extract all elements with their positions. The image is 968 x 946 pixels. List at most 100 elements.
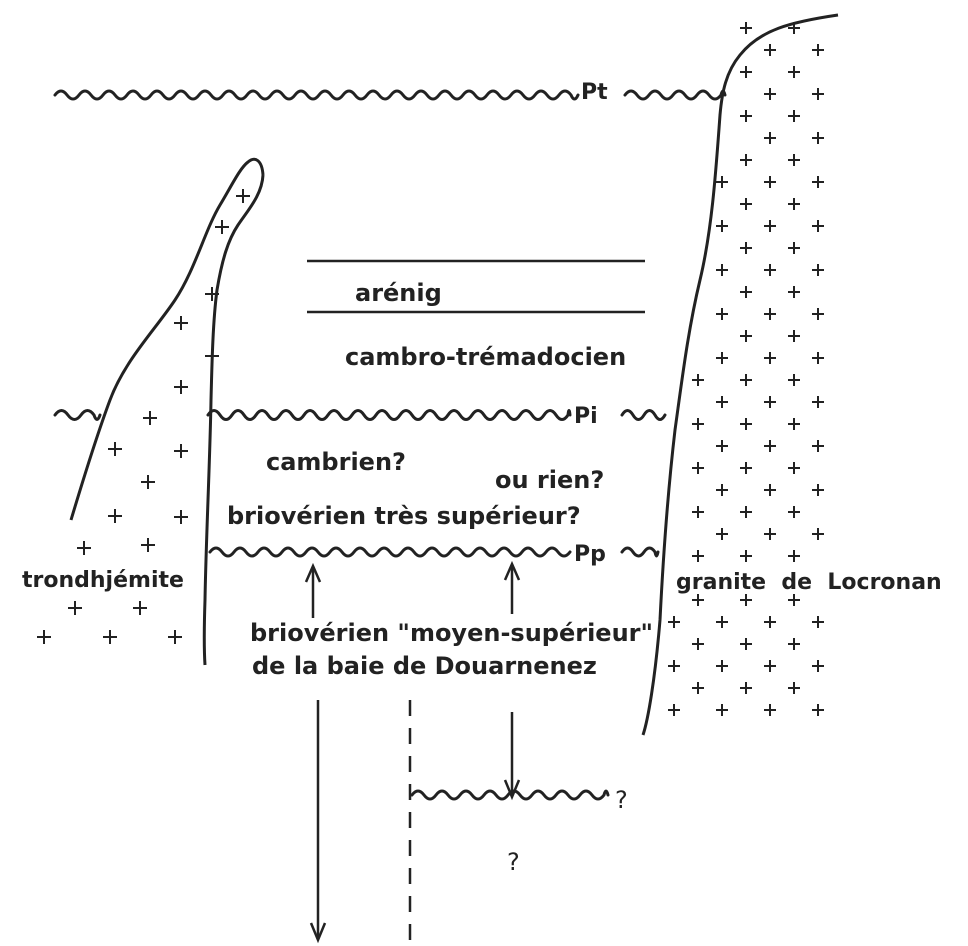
granite-plus bbox=[812, 264, 824, 276]
granite-plus bbox=[692, 418, 704, 430]
granite-plus bbox=[764, 616, 776, 628]
granite-plus bbox=[716, 264, 728, 276]
unconformity-pi-far-left bbox=[55, 411, 100, 420]
granite-plus bbox=[812, 176, 824, 188]
granite-plus bbox=[764, 44, 776, 56]
granite-plus bbox=[716, 176, 728, 188]
trondhjemite-plus bbox=[108, 509, 122, 523]
granite-plus bbox=[812, 352, 824, 364]
granite-plus bbox=[692, 506, 704, 518]
trondhjemite-plus bbox=[133, 601, 147, 615]
granite-plus bbox=[740, 462, 752, 474]
trondhjemite-plus bbox=[174, 316, 188, 330]
granite-plus bbox=[764, 704, 776, 716]
granite-plus bbox=[788, 550, 800, 562]
granite-plus bbox=[740, 594, 752, 606]
granite-plus bbox=[764, 132, 776, 144]
granite-plus bbox=[812, 660, 824, 672]
granite-plus bbox=[716, 660, 728, 672]
label-trondhjemite: trondhjémite bbox=[22, 568, 184, 593]
trondhjemite-right-contact bbox=[204, 175, 263, 665]
label-brioverien-moyen-superieur: briovérien "moyen-supérieur" bbox=[250, 619, 653, 647]
granite-plus bbox=[764, 528, 776, 540]
granite-plus bbox=[788, 594, 800, 606]
trondhjemite-plus bbox=[37, 630, 51, 644]
granite-plus bbox=[716, 704, 728, 716]
label-cambrien: cambrien? bbox=[266, 448, 406, 476]
unconformity-pi-middle bbox=[208, 411, 570, 420]
trondhjemite-plus bbox=[215, 220, 229, 234]
granite-plus bbox=[740, 154, 752, 166]
granite-plus bbox=[716, 484, 728, 496]
unconformity-pp-middle bbox=[210, 548, 570, 556]
granite-plus bbox=[788, 66, 800, 78]
granite-plus-signs bbox=[668, 22, 824, 716]
unconformity-pp-right bbox=[622, 548, 658, 556]
granite-plus bbox=[764, 440, 776, 452]
granite-plus bbox=[740, 506, 752, 518]
granite-plus bbox=[812, 220, 824, 232]
trondhjemite-plus bbox=[236, 189, 250, 203]
granite-plus bbox=[692, 682, 704, 694]
unconformity-pt-right bbox=[625, 91, 725, 99]
granite-plus bbox=[716, 220, 728, 232]
granite-plus bbox=[812, 616, 824, 628]
granite-plus bbox=[716, 396, 728, 408]
granite-plus bbox=[788, 242, 800, 254]
granite-plus bbox=[692, 638, 704, 650]
granite-plus bbox=[788, 418, 800, 430]
trondhjemite-plus bbox=[68, 601, 82, 615]
granite-plus bbox=[764, 220, 776, 232]
granite-plus bbox=[716, 440, 728, 452]
granite-plus bbox=[812, 308, 824, 320]
label-pi: Pi bbox=[574, 404, 598, 429]
granite-plus bbox=[812, 44, 824, 56]
granite-plus bbox=[668, 616, 680, 628]
granite-plus bbox=[788, 638, 800, 650]
granite-plus bbox=[740, 198, 752, 210]
granite-plus bbox=[764, 484, 776, 496]
trondhjemite-plus bbox=[205, 349, 219, 363]
granite-plus bbox=[740, 286, 752, 298]
trondhjemite-plus bbox=[141, 538, 155, 552]
granite-plus bbox=[740, 374, 752, 386]
granite-plus bbox=[740, 242, 752, 254]
granite-plus bbox=[716, 308, 728, 320]
granite-plus bbox=[740, 682, 752, 694]
granite-plus bbox=[764, 660, 776, 672]
unconformity-pt-left bbox=[55, 91, 578, 99]
granite-plus bbox=[740, 418, 752, 430]
granite-plus bbox=[812, 132, 824, 144]
granite-plus bbox=[764, 308, 776, 320]
granite-plus bbox=[692, 462, 704, 474]
granite-plus bbox=[812, 440, 824, 452]
granite-plus bbox=[668, 660, 680, 672]
trondhjemite-plus bbox=[77, 541, 91, 555]
label-question-1: ? bbox=[615, 786, 628, 814]
trondhjemite-plus bbox=[168, 630, 182, 644]
granite-plus bbox=[788, 154, 800, 166]
trondhjemite-left-contact bbox=[71, 159, 263, 520]
trondhjemite-plus bbox=[103, 630, 117, 644]
granite-plus bbox=[668, 704, 680, 716]
granite-plus bbox=[788, 462, 800, 474]
label-brioverien-tres-superieur: briovérien très supérieur? bbox=[227, 502, 581, 530]
granite-plus bbox=[788, 330, 800, 342]
granite-plus bbox=[740, 66, 752, 78]
label-baie-de-douarnenez: de la baie de Douarnenez bbox=[252, 652, 597, 680]
label-ou-rien: ou rien? bbox=[495, 466, 604, 494]
granite-plus bbox=[788, 110, 800, 122]
unconformity-pi-right bbox=[622, 411, 665, 420]
granite-plus bbox=[740, 110, 752, 122]
label-pp: Pp bbox=[574, 542, 606, 567]
granite-plus bbox=[740, 550, 752, 562]
granite-plus bbox=[764, 264, 776, 276]
granite-plus bbox=[788, 506, 800, 518]
granite-plus bbox=[788, 682, 800, 694]
granite-plus bbox=[716, 616, 728, 628]
label-arenig: arénig bbox=[355, 279, 442, 307]
granite-plus bbox=[788, 198, 800, 210]
granite-plus bbox=[740, 638, 752, 650]
granite-plus bbox=[812, 704, 824, 716]
